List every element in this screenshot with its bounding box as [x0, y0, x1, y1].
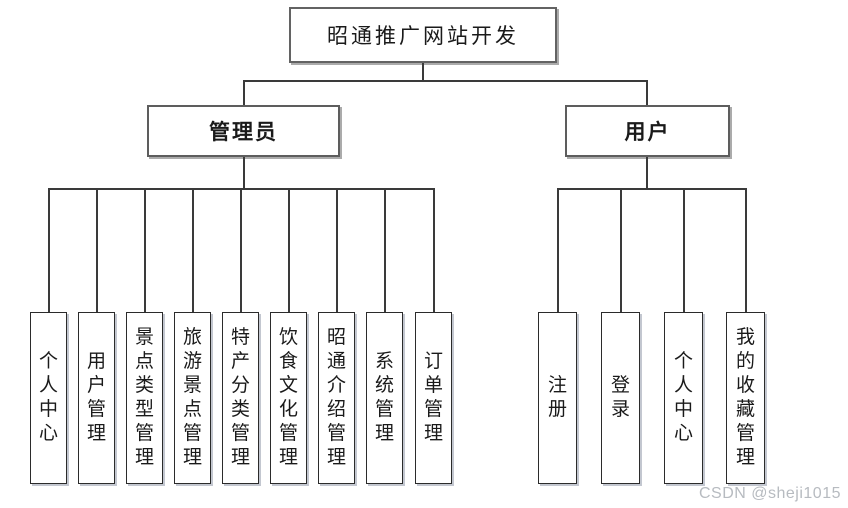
connector-admin-leaf-drop: [288, 188, 290, 313]
node-my-favorites-management-label: 我的收藏管理: [735, 327, 755, 468]
connector-admin-stem: [243, 157, 245, 189]
node-root-website: 昭通推广网站开发: [289, 7, 557, 63]
node-order-management: 订单管理: [415, 312, 452, 484]
connector-root-stem: [422, 63, 424, 81]
node-food-culture-management: 饮食文化管理: [270, 312, 307, 484]
connector-user-leaf-drop: [745, 188, 747, 313]
connector-admin-leaf-drop: [240, 188, 242, 313]
connector-admin-leaf-drop: [48, 188, 50, 313]
node-register: 注册: [538, 312, 577, 484]
connector-admin-leaf-drop: [192, 188, 194, 313]
node-food-culture-management-label: 饮食文化管理: [278, 327, 298, 468]
node-login-label: 登录: [610, 375, 630, 420]
connector-user-leaf-drop: [683, 188, 685, 313]
connector-admin-leaf-drop: [384, 188, 386, 313]
node-attraction-management-label: 旅游景点管理: [182, 327, 202, 468]
connector-admin-leaf-drop: [433, 188, 435, 313]
connector-user-stem: [646, 157, 648, 189]
node-system-management: 系统管理: [366, 312, 403, 484]
node-order-management-label: 订单管理: [423, 351, 443, 444]
connector-user-leaf-drop: [557, 188, 559, 313]
node-personal-center-label: 个人中心: [38, 351, 58, 444]
node-user-management-label: 用户管理: [86, 351, 106, 444]
connector-admin-leaf-drop: [336, 188, 338, 313]
connector-user-leaf-drop: [620, 188, 622, 313]
node-specialty-category-management-label: 特产分类管理: [230, 327, 250, 468]
node-root-label: 昭通推广网站开发: [327, 24, 519, 48]
node-specialty-category-management: 特产分类管理: [222, 312, 259, 484]
node-attraction-management: 旅游景点管理: [174, 312, 211, 484]
connector-branches-bus: [243, 80, 647, 82]
node-admin-label: 管理员: [209, 121, 278, 144]
connector-user-drop: [646, 80, 648, 105]
node-zhaotong-intro-management: 昭通介绍管理: [318, 312, 355, 484]
node-zhaotong-intro-management-label: 昭通介绍管理: [326, 327, 346, 468]
node-personal-center: 个人中心: [30, 312, 67, 484]
node-user-label: 用户: [624, 121, 671, 144]
csdn-watermark: CSDN @sheji1015: [698, 485, 841, 502]
connector-admin-leaf-drop: [96, 188, 98, 313]
node-user-personal-center-label: 个人中心: [673, 351, 693, 444]
node-admin: 管理员: [147, 105, 340, 157]
connector-user-bus: [558, 188, 746, 190]
node-register-label: 注册: [547, 375, 567, 420]
node-user: 用户: [565, 105, 730, 157]
node-user-personal-center: 个人中心: [664, 312, 703, 484]
node-user-management: 用户管理: [78, 312, 115, 484]
node-scenic-type-management: 景点类型管理: [126, 312, 163, 484]
connector-admin-leaf-drop: [144, 188, 146, 313]
node-my-favorites-management: 我的收藏管理: [726, 312, 765, 484]
node-scenic-type-management-label: 景点类型管理: [134, 327, 154, 468]
node-system-management-label: 系统管理: [374, 351, 394, 444]
node-login: 登录: [601, 312, 640, 484]
connector-admin-drop: [243, 80, 245, 105]
